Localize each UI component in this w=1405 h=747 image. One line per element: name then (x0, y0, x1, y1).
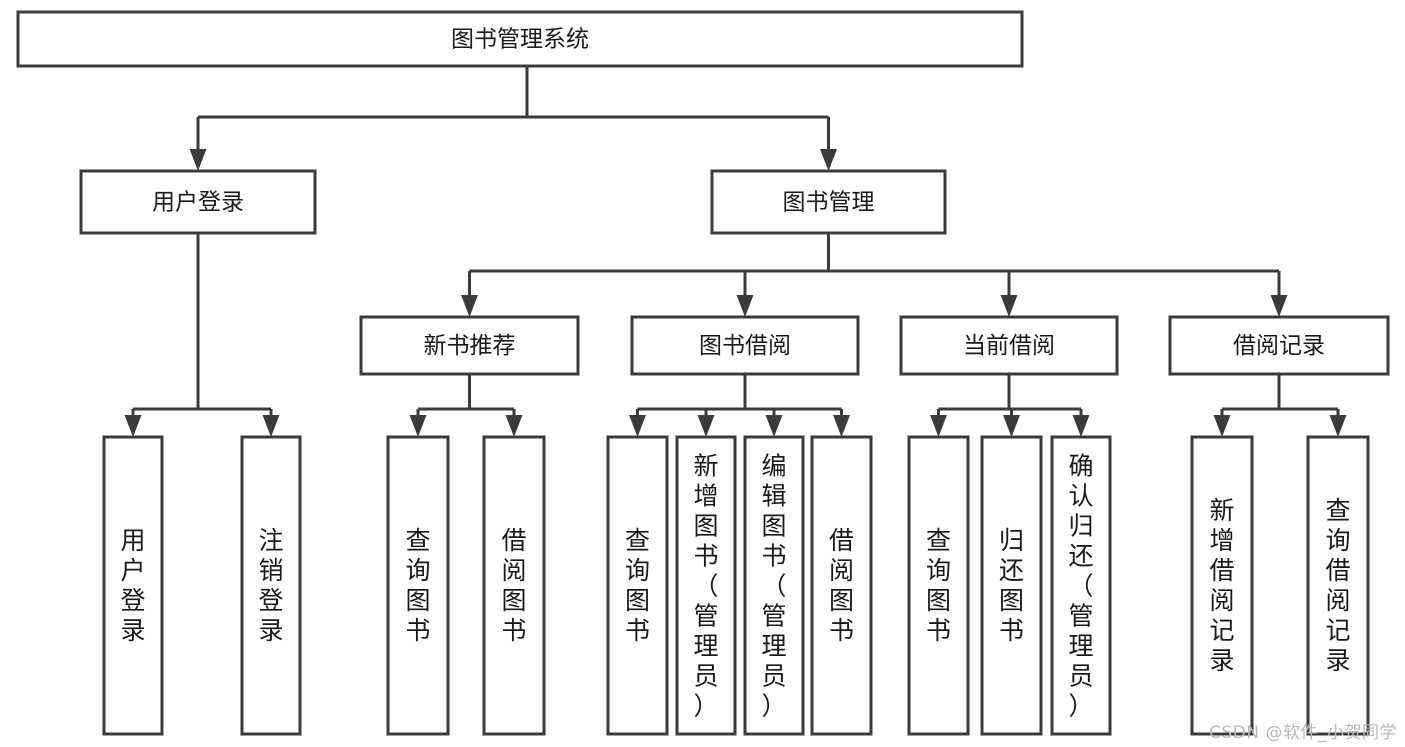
book-manage-to-current-borrow-arrowhead (1000, 295, 1018, 317)
book-borrow-to-leaf-borrow-book-2-arrowhead (833, 415, 850, 437)
node-book-borrow-box (630, 315, 860, 376)
borrow-record-to-leaf-add-record-arrowhead (1213, 415, 1231, 437)
current-borrow-to-leaf-return-book-arrowhead (1003, 415, 1020, 437)
node-book-manage-box (710, 169, 947, 235)
node-borrow-record[interactable]: 借阅记录 (1168, 315, 1390, 376)
leaf-leaf-query-book-2-box (606, 435, 669, 736)
leaf-leaf-borrow-book-1[interactable]: 借阅图书 (482, 435, 546, 736)
leaf-leaf-add-book-admin-box (675, 435, 737, 736)
borrow-record-to-leaf-query-record-arrowhead (1329, 415, 1347, 437)
leaf-leaf-confirm-return[interactable]: 确认归还（管理员） (1050, 435, 1112, 736)
leaf-leaf-edit-book-admin[interactable]: 编辑图书（管理员） (743, 435, 805, 736)
leaf-leaf-borrow-book-1-label: 借阅图书 (501, 526, 526, 645)
user-login-to-leaf-user-login-arrowhead (124, 415, 142, 437)
node-user-login[interactable]: 用户登录 (79, 169, 317, 235)
leaf-leaf-query-book-1-label: 查询图书 (405, 526, 430, 645)
leaf-leaf-user-login-label: 用户登录 (120, 526, 145, 645)
node-current-borrow-label: 当前借阅 (963, 333, 1055, 359)
user-login-to-leaf-logout-arrowhead (262, 415, 280, 437)
leaf-leaf-logout-label: 注销登录 (258, 526, 283, 645)
leaf-leaf-query-book-2[interactable]: 查询图书 (606, 435, 669, 736)
leaf-leaf-borrow-book-2-box (810, 435, 873, 736)
leaf-leaf-user-login-box (102, 435, 164, 736)
book-manage-to-borrow-record-arrowhead (1270, 295, 1288, 317)
connector-links (124, 66, 1347, 437)
node-book-manage[interactable]: 图书管理 (710, 169, 947, 235)
leaf-leaf-edit-book-admin-box (743, 435, 805, 736)
node-book-manage-label: 图书管理 (783, 190, 875, 216)
leaf-leaf-edit-book-admin-label: 编辑图书（管理员） (761, 451, 786, 720)
leaf-leaf-query-book-2-label: 查询图书 (625, 526, 650, 645)
node-root[interactable]: 图书管理系统 (16, 10, 1024, 68)
csdn-watermark: CSDN @软件_小贺同学 (1209, 723, 1397, 743)
node-root-box (16, 10, 1024, 68)
diagram-nodes: 图书管理系统用户登录图书管理新书推荐图书借阅当前借阅借阅记录用户登录注销登录查询… (16, 10, 1390, 736)
node-book-borrow[interactable]: 图书借阅 (630, 315, 860, 376)
node-borrow-record-box (1168, 315, 1390, 376)
current-borrow-to-leaf-confirm-return-arrowhead (1072, 415, 1090, 437)
new-book-recommend-to-leaf-borrow-book-1-arrowhead (505, 415, 523, 437)
node-user-login-label: 用户登录 (152, 190, 244, 216)
node-new-book-recommend-box (359, 315, 580, 376)
book-borrow-to-leaf-query-book-2-arrowhead (629, 415, 646, 437)
leaf-leaf-query-book-1[interactable]: 查询图书 (386, 435, 450, 736)
leaf-leaf-query-book-1-box (386, 435, 450, 736)
leaf-leaf-add-book-admin-label: 新增图书（管理员） (693, 451, 718, 720)
node-user-login-box (79, 169, 317, 235)
leaf-leaf-logout[interactable]: 注销登录 (240, 435, 302, 736)
leaf-leaf-query-book-3-label: 查询图书 (926, 526, 951, 645)
leaf-leaf-logout-box (240, 435, 302, 736)
node-new-book-recommend-label: 新书推荐 (424, 333, 516, 359)
leaf-leaf-return-book-label: 归还图书 (999, 526, 1024, 645)
leaf-leaf-user-login[interactable]: 用户登录 (102, 435, 164, 736)
book-borrow-to-leaf-add-book-admin-arrowhead (697, 415, 715, 437)
leaf-leaf-add-record[interactable]: 新增借阅记录 (1190, 435, 1254, 736)
node-borrow-record-label: 借阅记录 (1233, 333, 1325, 359)
root-to-book-manage-arrowhead (820, 149, 837, 171)
leaf-leaf-query-record-label: 查询借阅记录 (1325, 496, 1350, 675)
leaf-leaf-add-book-admin[interactable]: 新增图书（管理员） (675, 435, 737, 736)
leaf-leaf-query-book-3-box (907, 435, 970, 736)
current-borrow-to-leaf-query-book-3-arrowhead (930, 415, 947, 437)
leaf-leaf-query-book-3[interactable]: 查询图书 (907, 435, 970, 736)
book-manage-to-new-book-recommend-arrowhead (461, 295, 478, 317)
leaf-leaf-return-book-box (980, 435, 1043, 736)
node-current-borrow-box (899, 315, 1119, 376)
node-root-label: 图书管理系统 (451, 27, 589, 53)
book-borrow-to-leaf-edit-book-admin-arrowhead (765, 415, 783, 437)
leaf-leaf-add-record-box (1190, 435, 1254, 736)
leaf-leaf-borrow-book-2[interactable]: 借阅图书 (810, 435, 873, 736)
leaf-leaf-add-record-label: 新增借阅记录 (1209, 496, 1234, 675)
node-book-borrow-label: 图书借阅 (699, 333, 791, 359)
node-current-borrow[interactable]: 当前借阅 (899, 315, 1119, 376)
leaf-leaf-borrow-book-1-box (482, 435, 546, 736)
new-book-recommend-to-leaf-query-book-1-arrowhead (409, 415, 427, 437)
leaf-leaf-confirm-return-box (1050, 435, 1112, 736)
node-new-book-recommend[interactable]: 新书推荐 (359, 315, 580, 376)
leaf-leaf-query-record-box (1306, 435, 1370, 736)
root-to-user-login-arrowhead (189, 149, 207, 171)
leaf-leaf-borrow-book-2-label: 借阅图书 (829, 526, 854, 645)
leaf-leaf-confirm-return-label: 确认归还（管理员） (1068, 451, 1093, 720)
book-manage-to-book-borrow-arrowhead (736, 295, 754, 317)
leaf-leaf-return-book[interactable]: 归还图书 (980, 435, 1043, 736)
leaf-leaf-query-record[interactable]: 查询借阅记录 (1306, 435, 1370, 736)
